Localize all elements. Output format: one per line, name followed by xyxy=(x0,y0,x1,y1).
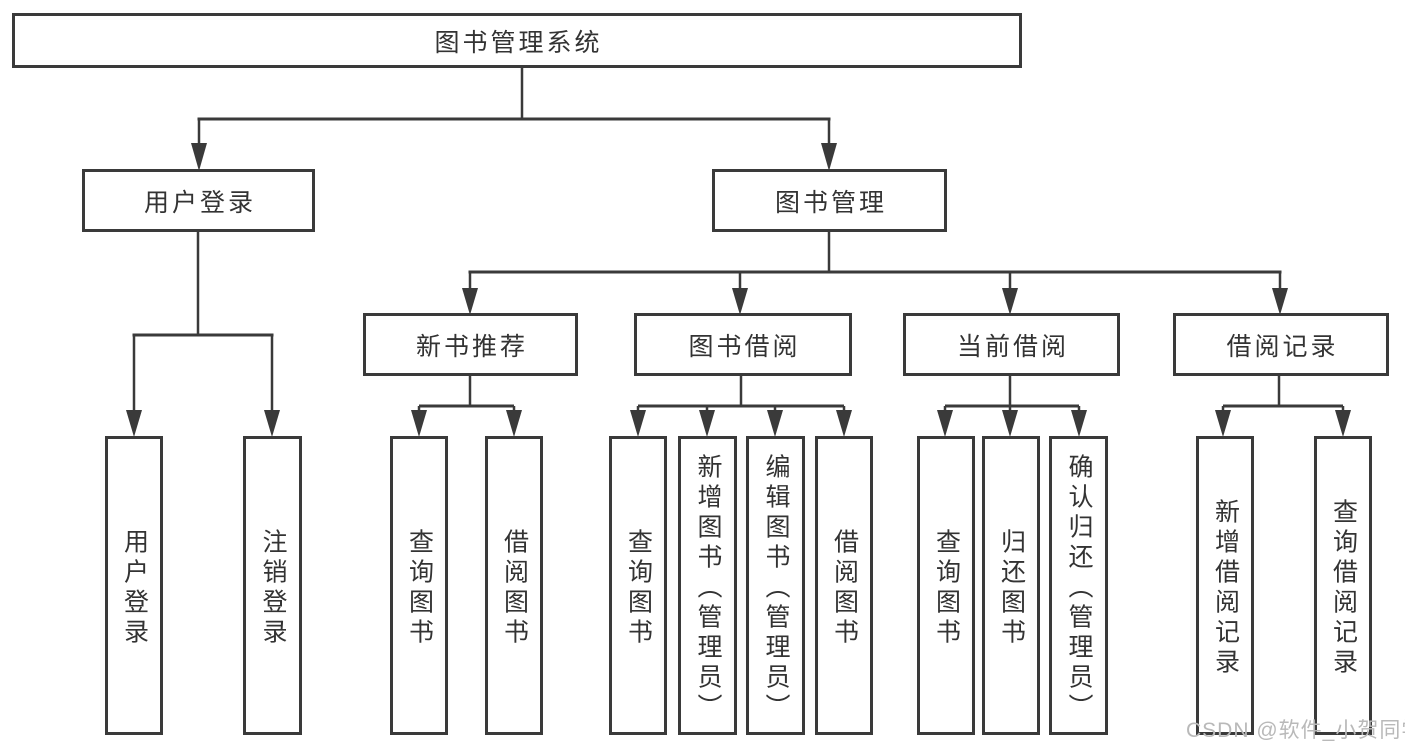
node-user-login-label: 用户登录 xyxy=(143,188,256,217)
node-current-borrow-label: 当前借阅 xyxy=(956,332,1069,361)
node-book-borrow: 图书借阅 xyxy=(634,313,852,376)
node-root: 图书管理系统 xyxy=(12,13,1022,68)
node-leaf-current-return: 归还图书 xyxy=(982,436,1040,735)
node-leaf-user-login: 用户登录 xyxy=(105,436,163,735)
node-leaf-newbook-search-label: 查询图书 xyxy=(405,528,434,648)
node-new-books: 新书推荐 xyxy=(363,313,578,376)
node-book-borrow-label: 图书借阅 xyxy=(688,332,801,361)
node-leaf-borrow-search-label: 查询图书 xyxy=(624,528,653,648)
node-leaf-current-search: 查询图书 xyxy=(917,436,975,735)
node-leaf-records-add: 新增借阅记录 xyxy=(1196,436,1254,735)
node-leaf-borrow-search: 查询图书 xyxy=(609,436,667,735)
node-root-label: 图书管理系统 xyxy=(434,28,603,57)
node-current-borrow: 当前借阅 xyxy=(903,313,1120,376)
node-leaf-current-confirm-label: 确认归还（管理员） xyxy=(1065,453,1093,723)
node-leaf-borrow-borrow: 借阅图书 xyxy=(815,436,873,735)
node-book-mgmt-label: 图书管理 xyxy=(774,188,887,217)
node-leaf-current-confirm: 确认归还（管理员） xyxy=(1049,436,1108,735)
node-leaf-newbook-borrow-label: 借阅图书 xyxy=(500,528,529,648)
csdn-watermark: CSDN @软件_小贺同学 xyxy=(1186,719,1405,742)
node-leaf-borrow-add-label: 新增图书（管理员） xyxy=(694,453,722,723)
node-leaf-borrow-edit: 编辑图书（管理员） xyxy=(746,436,805,735)
node-leaf-newbook-borrow: 借阅图书 xyxy=(485,436,543,735)
node-leaf-records-search: 查询借阅记录 xyxy=(1314,436,1372,735)
node-book-mgmt: 图书管理 xyxy=(712,169,947,232)
node-leaf-borrow-edit-label: 编辑图书（管理员） xyxy=(762,453,790,723)
node-leaf-records-add-label: 新增借阅记录 xyxy=(1211,498,1240,678)
node-leaf-newbook-search: 查询图书 xyxy=(390,436,448,735)
node-leaf-borrow-borrow-label: 借阅图书 xyxy=(830,528,859,648)
node-user-login: 用户登录 xyxy=(82,169,315,232)
node-leaf-logout-label: 注销登录 xyxy=(259,528,287,648)
node-borrow-records-label: 借阅记录 xyxy=(1226,332,1339,361)
node-leaf-user-login-label: 用户登录 xyxy=(120,528,149,648)
node-leaf-current-return-label: 归还图书 xyxy=(997,528,1026,648)
node-leaf-logout: 注销登录 xyxy=(243,436,302,735)
node-borrow-records: 借阅记录 xyxy=(1173,313,1389,376)
node-leaf-borrow-add: 新增图书（管理员） xyxy=(678,436,737,735)
node-leaf-current-search-label: 查询图书 xyxy=(932,528,961,648)
node-new-books-label: 新书推荐 xyxy=(415,332,528,361)
node-leaf-records-search-label: 查询借阅记录 xyxy=(1329,498,1358,678)
